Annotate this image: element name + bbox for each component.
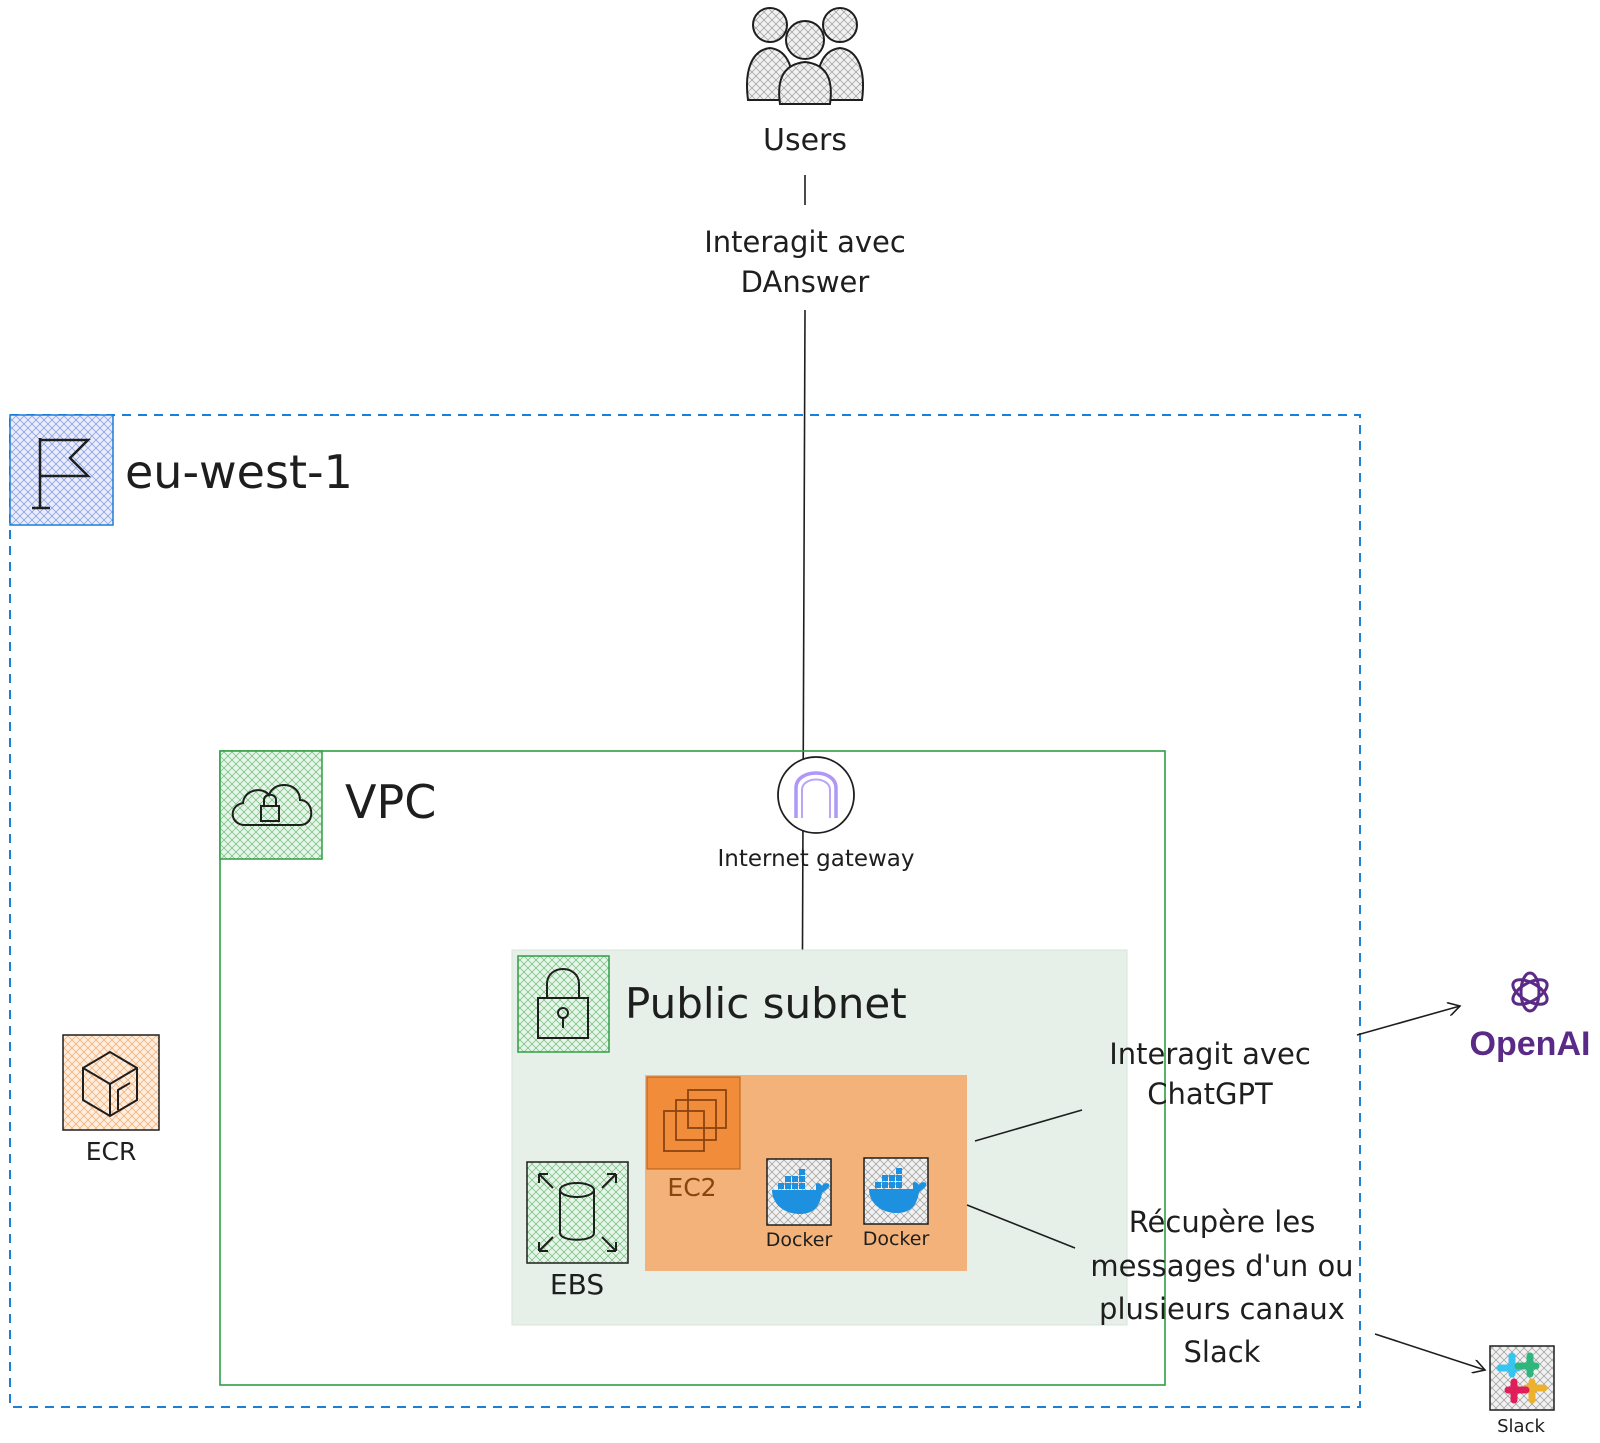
volume-icon: [538, 1173, 617, 1252]
vpc-label: VPC: [345, 775, 436, 829]
users-node: Users: [746, 7, 864, 158]
openai-edge-label-line1: Interagit avec: [1109, 1037, 1311, 1071]
ec2-icon-box: [646, 1076, 741, 1170]
slack-edge-label-line1: Récupère les: [1129, 1205, 1316, 1239]
vpc-group: VPC: [219, 750, 1166, 1386]
users-icon: [746, 7, 864, 105]
slack-icon-box: [1489, 1345, 1555, 1411]
openai-label: OpenAI: [1470, 1025, 1591, 1063]
openai-edge-label-line2: ChatGPT: [1147, 1077, 1273, 1111]
region-label: eu-west-1: [125, 445, 353, 499]
openai-node: OpenAI: [1470, 971, 1591, 1063]
ebs-node: EBS: [526, 1161, 629, 1301]
flag-icon: [32, 438, 92, 510]
openai-logo-icon: [1511, 971, 1549, 1013]
cloud-lock-icon: [231, 784, 313, 826]
ec2-to-openai-edge: Interagit avec ChatGPT: [974, 1006, 1460, 1142]
gateway-icon: [794, 771, 838, 818]
slack-edge-label-line4: Slack: [1184, 1335, 1261, 1369]
container-registry-icon: [82, 1050, 138, 1118]
users-to-ec2-edge: Interagit avec DAnswer: [704, 175, 906, 1072]
users-label: Users: [763, 123, 847, 158]
ec2-instances-icon: [663, 1089, 727, 1152]
ec2-group: EC2 Docker: [645, 1075, 967, 1271]
slack-node: Slack: [1489, 1345, 1555, 1437]
docker-icon: [869, 1168, 927, 1213]
docker2-label: Docker: [863, 1228, 930, 1250]
slack-edge-label-line2: messages d'un ou: [1090, 1249, 1353, 1283]
region-boundary: [9, 414, 1361, 1408]
docker1-label: Docker: [766, 1229, 833, 1251]
region-icon-box: [9, 414, 114, 526]
internet-gateway-node: Internet gateway: [717, 756, 915, 872]
slack-logo-icon: [1496, 1352, 1548, 1404]
ec2-to-slack-edge: Récupère les messages d'un ou plusieurs …: [966, 1204, 1485, 1370]
subnet-label: Public subnet: [625, 979, 907, 1028]
users-edge-label-line1: Interagit avec: [704, 225, 906, 259]
vpc-boundary: [219, 750, 1166, 1386]
subnet-icon-box: [517, 955, 610, 1053]
users-edge-label-line2: DAnswer: [741, 265, 870, 299]
slack-edge-label-line3: plusieurs canaux: [1099, 1292, 1345, 1326]
ecr-node: ECR: [62, 1034, 160, 1166]
ec2-label: EC2: [667, 1173, 716, 1202]
ecr-label: ECR: [86, 1137, 137, 1166]
slack-label: Slack: [1497, 1416, 1545, 1437]
region-group: eu-west-1: [9, 414, 1361, 1408]
padlock-icon: [537, 968, 589, 1039]
docker-container-1: Docker: [766, 1158, 833, 1251]
docker-icon: [772, 1169, 830, 1214]
gateway-label: Internet gateway: [717, 846, 914, 872]
ebs-label: EBS: [550, 1268, 604, 1301]
docker-container-2: Docker: [863, 1157, 930, 1250]
